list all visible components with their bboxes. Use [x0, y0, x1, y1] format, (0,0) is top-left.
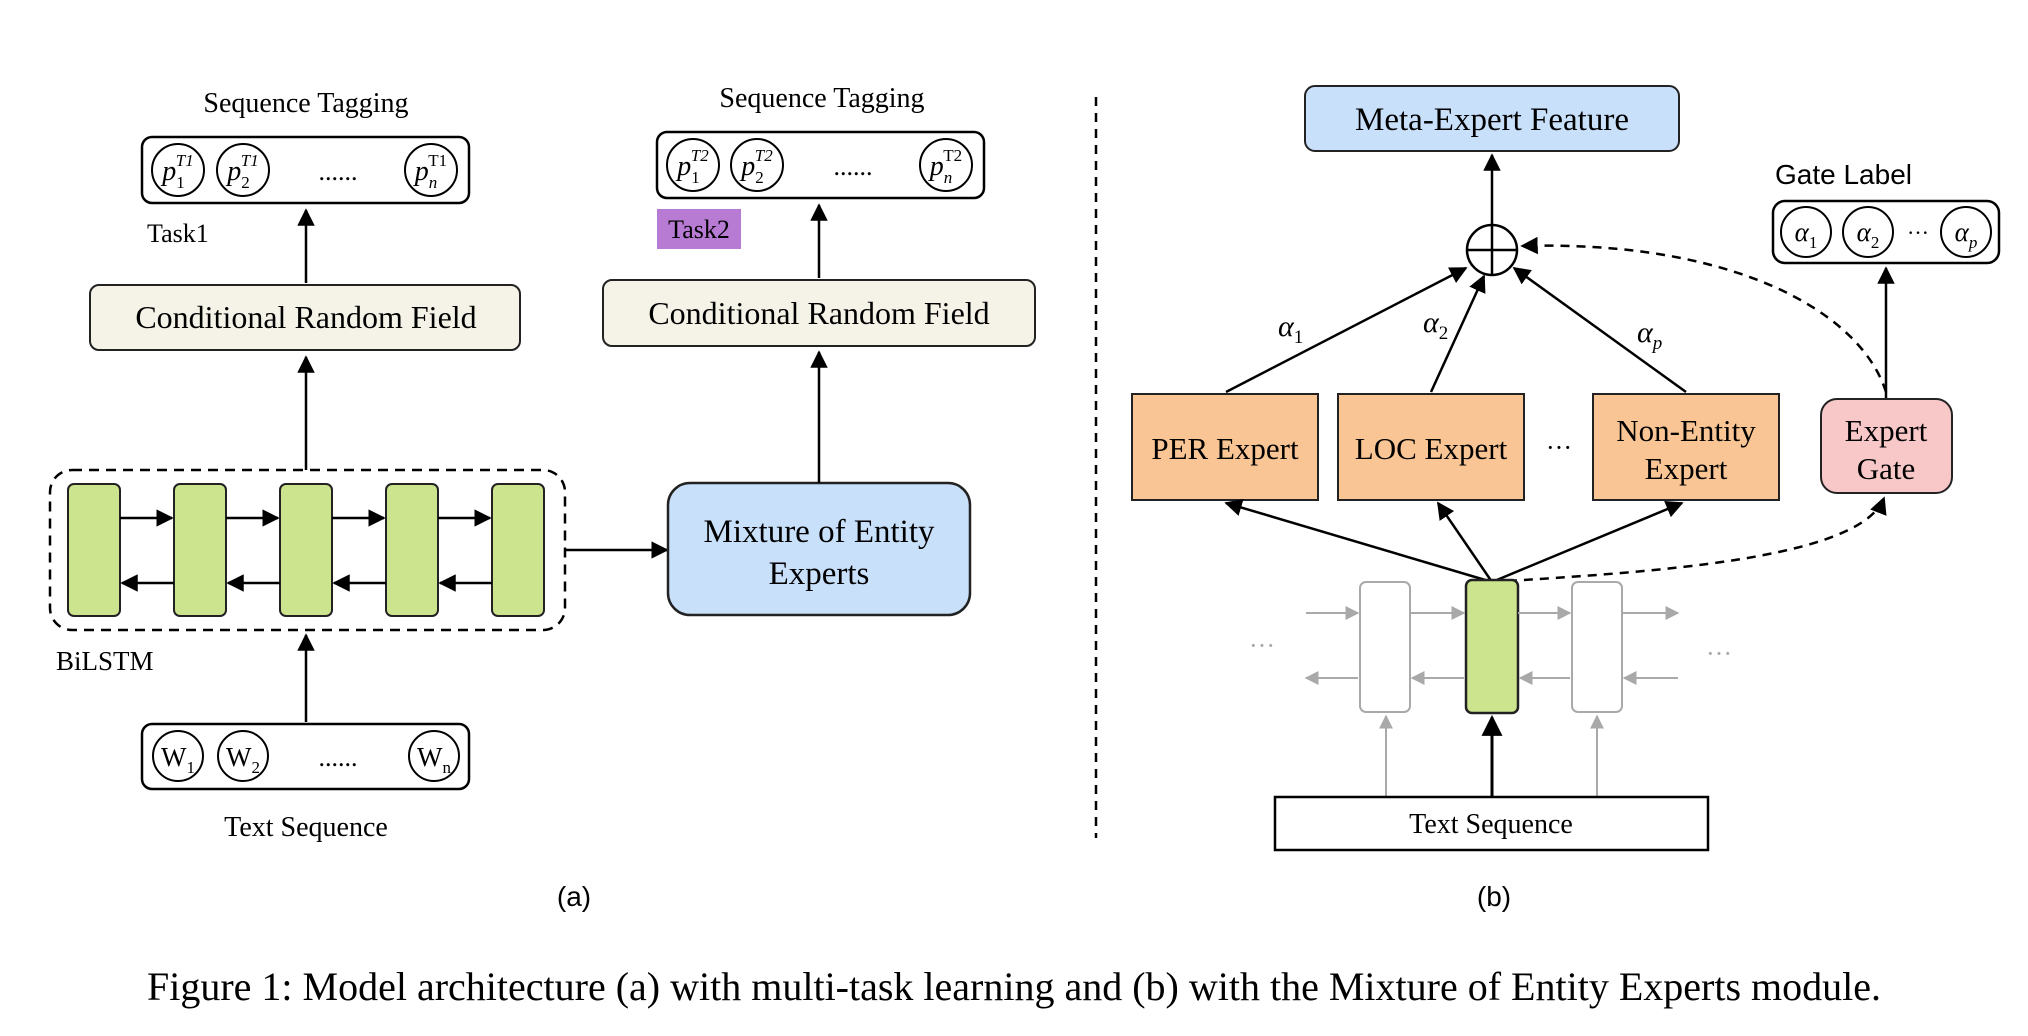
bilstm-label: BiLSTM — [56, 646, 154, 676]
svg-text:pnT1: pnT1 — [413, 151, 447, 192]
gate-alpha-2: α2 — [1842, 206, 1894, 258]
task2-tag-1: p1T2 — [666, 138, 720, 192]
figure-caption: Figure 1: Model architecture (a) with mu… — [147, 964, 1881, 1009]
panel-a-caption: (a) — [557, 881, 591, 912]
per-to-sum-arrow — [1225, 266, 1468, 394]
task1-tag-2: p2T1 — [216, 143, 270, 197]
lstm-to-per-arrow — [1224, 499, 1493, 584]
panel-b: Meta-Expert Feature α1 α2 αp Gate Label … — [1131, 85, 2001, 912]
text-sequence-box — [1273, 795, 1710, 852]
gate-alpha-p: αp — [1940, 206, 1992, 258]
moee-label-line1: Mixture of Entity — [704, 514, 935, 550]
svg-text:p1T1: p1T1 — [160, 151, 193, 192]
svg-text:α1: α1 — [1795, 217, 1818, 252]
task1-label: Task1 — [147, 219, 209, 248]
lstm-to-loc-arrow — [1436, 501, 1494, 583]
bilstm-cell — [491, 483, 545, 617]
non-entity-expert-box — [1592, 393, 1780, 501]
task1-crf-label: Conditional Random Field — [135, 299, 476, 335]
task2-tag-n: pnT2 — [919, 138, 973, 192]
svg-text:W1: W1 — [161, 742, 195, 777]
lstm-left-ellipsis: ··· — [1249, 631, 1275, 660]
panel-b-caption: (b) — [1477, 881, 1511, 912]
task1-heading: Sequence Tagging — [203, 88, 408, 119]
sum-node — [1465, 223, 1519, 277]
task2-label-highlight — [657, 209, 741, 249]
expert-gate-label-line2: Gate — [1857, 451, 1916, 486]
expert-gate-box — [1820, 398, 1953, 494]
alpha-p-weight: αp — [1637, 316, 1662, 354]
svg-text:pnT2: pnT2 — [928, 146, 962, 187]
lstm-cell-faded-left — [1359, 581, 1411, 713]
alpha-2-weight: α2 — [1423, 306, 1448, 344]
loc-expert-label: LOC Expert — [1355, 431, 1508, 466]
nonentity-to-sum-arrow — [1512, 266, 1687, 394]
loc-expert-box — [1337, 393, 1525, 501]
input-label: Text Sequence — [224, 812, 388, 843]
svg-text:W2: W2 — [226, 742, 260, 777]
loc-to-sum-arrow — [1429, 274, 1486, 393]
non-entity-expert-label-line1: Non-Entity — [1616, 413, 1756, 448]
task2-crf-label: Conditional Random Field — [648, 295, 989, 331]
expert-gate-label-line1: Expert — [1845, 413, 1928, 448]
input-ellipsis: ...... — [319, 743, 358, 772]
panel-a: Sequence Tagging p1T1 p2T1 ...... pnT1 T… — [48, 83, 1036, 912]
per-expert-label: PER Expert — [1151, 431, 1299, 466]
task2-tag-box — [655, 130, 986, 200]
task1-ellipsis: ...... — [319, 157, 358, 186]
task2-ellipsis: ...... — [834, 152, 873, 181]
moee-label-line2: Experts — [769, 556, 870, 592]
lstm-to-nonentity-arrow — [1491, 500, 1684, 584]
task2-crf-box — [602, 279, 1036, 347]
lstm-cell-faded-right — [1571, 581, 1623, 713]
bilstm-cell — [67, 483, 121, 617]
gate-label-title: Gate Label — [1775, 159, 1912, 190]
gate-label-box — [1771, 199, 2001, 265]
task1-crf-box — [89, 284, 521, 351]
task2-heading: Sequence Tagging — [719, 83, 924, 114]
task2-label: Task2 — [668, 215, 730, 244]
gate-to-sum-dashed-arrow — [1520, 236, 1888, 393]
meta-expert-feature-box — [1304, 85, 1680, 152]
svg-text:Wn: Wn — [417, 742, 451, 777]
bilstm-cell — [173, 483, 227, 617]
svg-text:p1T2: p1T2 — [675, 146, 709, 187]
svg-text:α2: α2 — [1857, 217, 1880, 252]
lstm-to-gate-dashed-arrow — [1491, 496, 1887, 584]
experts-ellipsis: ··· — [1546, 433, 1572, 462]
bilstm-cells — [67, 483, 545, 617]
bilstm-cell — [279, 483, 333, 617]
lstm-right-ellipsis: ··· — [1706, 639, 1732, 668]
svg-text:p2T2: p2T2 — [739, 146, 773, 187]
meta-expert-feature-label: Meta-Expert Feature — [1355, 102, 1629, 138]
gate-alpha-ellipsis: ··· — [1907, 220, 1929, 245]
gate-alpha-1: α1 — [1780, 206, 1832, 258]
input-word-1: W1 — [152, 730, 204, 782]
non-entity-expert-label-line2: Expert — [1645, 451, 1728, 486]
lstm-cell-current — [1464, 578, 1520, 715]
bilstm-cell — [385, 483, 439, 617]
svg-text:αp: αp — [1955, 217, 1978, 252]
task1-tag-n: pnT1 — [404, 143, 458, 197]
task2-tag-2: p2T2 — [730, 138, 784, 192]
svg-text:p2T1: p2T1 — [225, 151, 258, 192]
task1-tag-1: p1T1 — [151, 143, 205, 197]
alpha-1-weight: α1 — [1278, 310, 1303, 348]
per-expert-box — [1131, 393, 1319, 501]
text-sequence-label: Text Sequence — [1409, 809, 1573, 840]
input-word-2: W2 — [217, 730, 269, 782]
input-word-n: Wn — [408, 730, 460, 782]
